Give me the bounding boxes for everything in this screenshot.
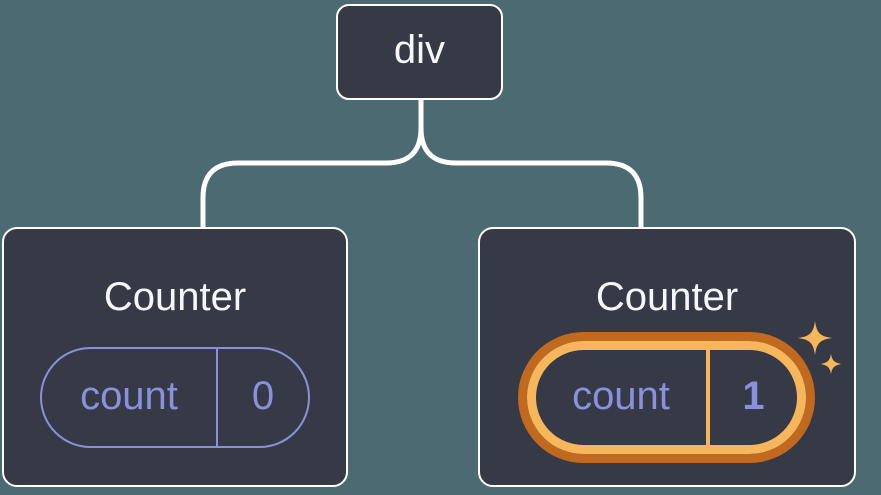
tree-node-div: div: [336, 4, 503, 100]
state-name: count: [80, 373, 178, 418]
state-pill: count 0: [40, 347, 310, 448]
component-title: Counter: [103, 275, 247, 319]
state-name: count: [572, 373, 670, 418]
state-value: 1: [706, 350, 797, 445]
sparkle-icon: [798, 321, 842, 375]
connector-right-branch: [418, 97, 644, 229]
state-pill-highlighted: count 1: [527, 341, 806, 454]
sparkle-large-star: [798, 321, 832, 355]
state-value: 0: [216, 349, 308, 446]
node-label: div: [393, 28, 446, 72]
component-title: Counter: [595, 275, 739, 319]
component-card-right: Counter count 1: [478, 227, 856, 487]
sparkle-small-star: [820, 353, 842, 375]
connector-left-branch: [200, 97, 424, 229]
component-card-left: Counter count 0: [2, 227, 348, 487]
